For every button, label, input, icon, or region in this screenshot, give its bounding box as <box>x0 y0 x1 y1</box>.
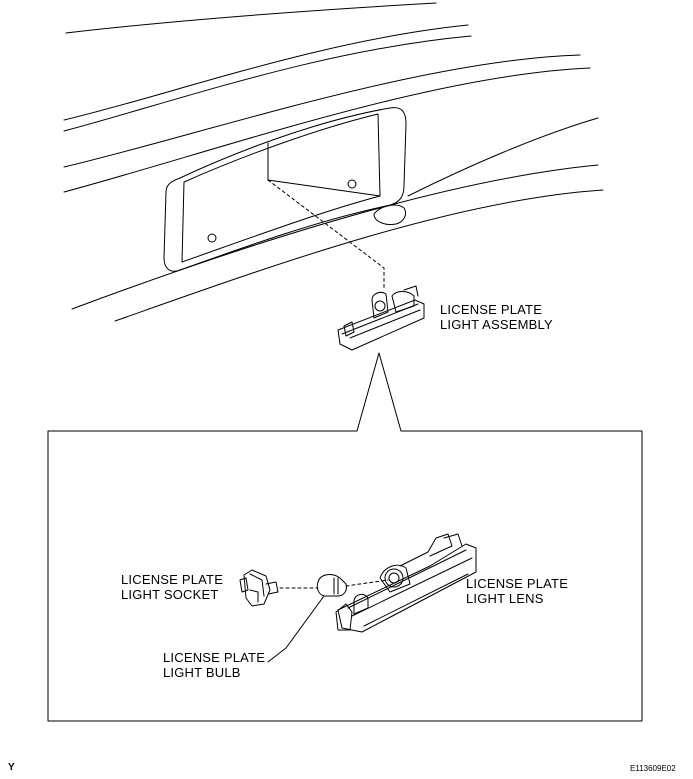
license-plate-recess <box>163 107 407 272</box>
figure-code: E113609E02 <box>630 764 676 773</box>
socket-label-line2: LIGHT SOCKET <box>121 587 219 602</box>
component-alignment-dashed <box>279 579 389 589</box>
lens-label-line1: LICENSE PLATE <box>466 576 569 591</box>
bulb-illustration <box>316 574 347 597</box>
socket-illustration <box>239 569 279 607</box>
assembly-leader-dashed <box>267 179 385 291</box>
lens-label-line2: LIGHT LENS <box>466 591 544 606</box>
bulb-label: LICENSE PLATE LIGHT BULB <box>163 650 265 680</box>
bulb-leader-line <box>267 595 325 663</box>
assembly-label: LICENSE PLATE LIGHT ASSEMBLY <box>440 302 553 332</box>
assembly-label-line2: LIGHT ASSEMBLY <box>440 317 553 332</box>
assembly-small-illustration <box>337 285 425 351</box>
corner-mark: Y <box>8 762 15 773</box>
lens-illustration <box>335 533 477 633</box>
car-body-lines <box>63 2 604 322</box>
socket-label-line1: LICENSE PLATE <box>121 572 224 587</box>
socket-label: LICENSE PLATE LIGHT SOCKET <box>121 572 223 602</box>
assembly-label-line1: LICENSE PLATE <box>440 302 543 317</box>
bulb-label-line2: LIGHT BULB <box>163 665 241 680</box>
detail-callout-frame <box>47 352 643 722</box>
lens-label: LICENSE PLATE LIGHT LENS <box>466 576 568 606</box>
bulb-label-line1: LICENSE PLATE <box>163 650 266 665</box>
